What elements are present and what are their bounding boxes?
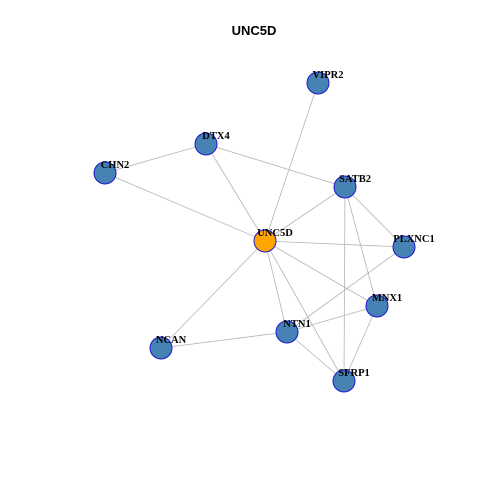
edge-satb2-plxnc1 [344, 186, 405, 248]
node-circle-sfrp1[interactable] [332, 369, 356, 393]
node-label-chn2: CHN2 [101, 160, 130, 171]
node-label-ncan: NCAN [156, 335, 187, 346]
edge-mnx1-sfrp1 [343, 305, 378, 382]
node-circle-satb2[interactable] [333, 175, 357, 199]
node-circle-mnx1[interactable] [365, 294, 389, 318]
edge-unc5d-plxnc1 [264, 240, 405, 248]
node-ntn1[interactable]: NTN1 [275, 319, 311, 344]
edge-unc5d-chn2 [104, 172, 266, 242]
node-label-ntn1: NTN1 [283, 319, 310, 330]
edge-dtx4-chn2 [104, 143, 207, 174]
edge-unc5d-dtx4 [205, 143, 266, 242]
edge-ntn1-sfrp1 [286, 331, 345, 382]
edge-unc5d-sfrp1 [264, 240, 345, 382]
node-vipr2[interactable]: VIPR2 [306, 70, 344, 95]
node-circle-vipr2[interactable] [306, 71, 330, 95]
node-mnx1[interactable]: MNX1 [365, 293, 402, 318]
node-dtx4[interactable]: DTX4 [194, 131, 230, 156]
edge-unc5d-vipr2 [264, 82, 319, 242]
node-chn2[interactable]: CHN2 [93, 160, 130, 185]
node-label-mnx1: MNX1 [372, 293, 402, 304]
node-circle-dtx4[interactable] [194, 132, 218, 156]
node-circle-chn2[interactable] [93, 161, 117, 185]
graph-title: UNC5D [232, 23, 277, 38]
edge-unc5d-satb2 [264, 186, 346, 242]
node-label-dtx4: DTX4 [202, 131, 230, 142]
edge-dtx4-satb2 [205, 143, 346, 188]
edge-satb2-mnx1 [344, 186, 378, 307]
node-circle-ntn1[interactable] [275, 320, 299, 344]
node-satb2[interactable]: SATB2 [333, 174, 371, 199]
node-sfrp1[interactable]: SFRP1 [332, 368, 370, 393]
node-circle-unc5d[interactable] [253, 229, 277, 253]
edge-unc5d-ncan [160, 240, 266, 349]
node-label-sfrp1: SFRP1 [338, 368, 370, 379]
node-label-vipr2: VIPR2 [313, 70, 344, 81]
node-label-satb2: SATB2 [339, 174, 371, 185]
node-ncan[interactable]: NCAN [149, 335, 187, 360]
edge-mnx1-ntn1 [286, 305, 378, 333]
nodes-layer: UNC5D VIPR2DTX4CHN2SATB2PLXNC1MNX1NTN1NCA… [93, 70, 435, 393]
edge-unc5d-ntn1 [264, 240, 288, 333]
edge-satb2-sfrp1 [343, 186, 346, 382]
node-circle-plxnc1[interactable] [392, 235, 416, 259]
edge-unc5d-mnx1 [264, 240, 378, 307]
node-unc5d[interactable]: UNC5D [253, 228, 293, 253]
node-circle-ncan[interactable] [149, 336, 173, 360]
edge-plxnc1-ntn1 [286, 246, 405, 333]
node-label-plxnc1: PLXNC1 [393, 234, 434, 245]
edge-ntn1-ncan [160, 331, 288, 349]
node-plxnc1[interactable]: PLXNC1 [392, 234, 435, 259]
node-label-unc5d: UNC5D [257, 228, 293, 239]
edges-layer [104, 82, 405, 382]
